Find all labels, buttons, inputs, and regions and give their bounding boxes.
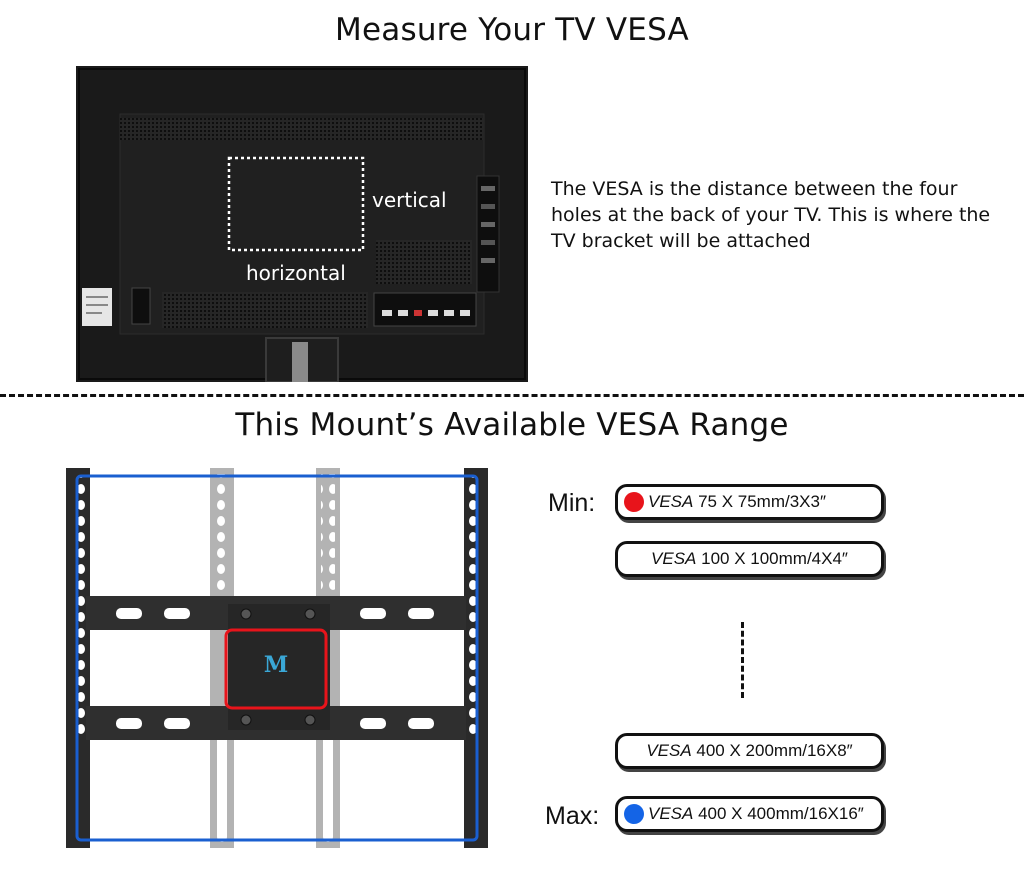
min-label: Min: <box>548 489 596 517</box>
vertical-label: vertical <box>372 188 447 212</box>
vesa-word: VESA <box>646 741 692 760</box>
red-dot-icon <box>624 492 644 512</box>
vesa-size: 100 X 100mm/4X4″ <box>696 549 848 568</box>
blue-dot-icon <box>624 804 644 824</box>
vesa-max-pill: VESA 400 X 400mm/16X16″ <box>615 796 884 832</box>
vesa-word: VESA <box>651 549 697 568</box>
bracket-illustration: M <box>60 462 500 852</box>
svg-text:M: M <box>264 652 288 678</box>
vesa-word: VESA <box>648 804 694 823</box>
vesa-description: The VESA is the distance between the fou… <box>551 178 991 252</box>
vesa-size-pill: VESA 100 X 100mm/4X4″ <box>615 541 884 577</box>
section-divider <box>0 394 1024 397</box>
top-title: Measure Your TV VESA <box>335 12 689 48</box>
tv-back-illustration: vertical horizontal <box>76 66 528 383</box>
vesa-min-pill: VESA 75 X 75mm/3X3″ <box>615 484 884 520</box>
brand-logo-icon: M <box>264 652 288 678</box>
range-ellipsis <box>741 622 744 698</box>
vesa-size: 400 X 200mm/16X8″ <box>691 741 853 760</box>
horizontal-label: horizontal <box>246 261 346 285</box>
vesa-size: 400 X 400mm/16X16″ <box>693 804 864 823</box>
vesa-size-pill: VESA 400 X 200mm/16X8″ <box>615 733 884 769</box>
vesa-word: VESA <box>648 492 694 511</box>
vesa-size: 75 X 75mm/3X3″ <box>693 492 826 511</box>
bottom-title: This Mount’s Available VESA Range <box>235 407 789 443</box>
max-label: Max: <box>545 802 600 830</box>
